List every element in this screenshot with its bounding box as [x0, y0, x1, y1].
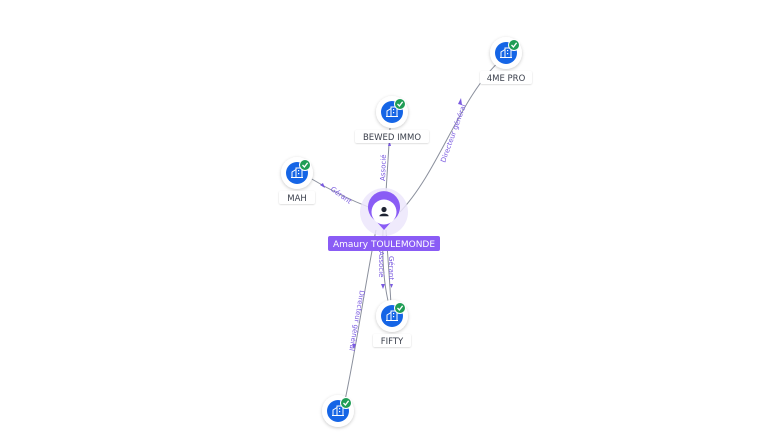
person-node[interactable]: Amaury TOULEMONDE: [328, 188, 440, 251]
company-node-4me-pro[interactable]: 4ME PRO: [480, 37, 532, 84]
edge-label-gerant: Gérant: [387, 256, 395, 280]
verified-badge-icon: [508, 39, 520, 51]
company-node-mah[interactable]: MAH: [279, 157, 315, 204]
edge-label-directeur-general: Directeur général: [347, 290, 366, 352]
edge-label-associe: Associé: [377, 251, 385, 277]
edge-label-gerant: Gérant: [329, 185, 353, 206]
verified-badge-icon: [299, 159, 311, 171]
edge-bottom[interactable]: Directeur général: [343, 229, 377, 406]
company-label: MAH: [287, 194, 307, 204]
company-label: BEWED IMMO: [363, 133, 421, 143]
verified-badge-icon: [394, 98, 406, 110]
user-icon: [379, 206, 389, 217]
company-node-bottom[interactable]: [322, 395, 354, 427]
verified-badge-icon: [394, 302, 406, 314]
edge-label-directeur-general: Directeur général: [439, 103, 468, 163]
company-label: 4ME PRO: [487, 74, 526, 84]
company-node-fifty[interactable]: FIFTY: [373, 300, 411, 347]
person-name-label: Amaury TOULEMONDE: [333, 240, 435, 250]
company-node-bewed-immo[interactable]: BEWED IMMO: [355, 96, 429, 143]
edge-label-associe: Associé: [379, 154, 388, 181]
verified-badge-icon: [340, 397, 352, 409]
company-label: FIFTY: [381, 337, 404, 347]
